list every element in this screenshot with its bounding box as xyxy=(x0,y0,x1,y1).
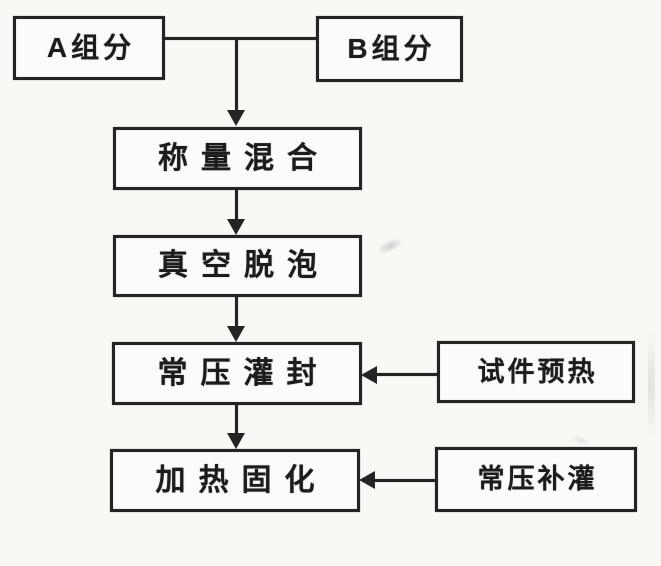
node-weigh-mix-label: 称量混合 xyxy=(158,141,330,175)
node-specimen-preheat: 试件预热 xyxy=(437,341,635,403)
scan-smudge xyxy=(374,234,406,258)
node-component-b: B组分 xyxy=(316,16,463,82)
edge-vacuum-to-pot-line xyxy=(235,297,238,328)
node-heat-cure: 加热固化 xyxy=(110,449,360,512)
arrow-down-icon xyxy=(227,219,245,235)
node-heat-cure-label: 加热固化 xyxy=(155,463,328,497)
arrow-down-icon xyxy=(227,433,245,449)
arrow-down-icon xyxy=(227,326,245,342)
node-component-a: A组分 xyxy=(13,16,165,80)
edge-preheat-to-pot-line xyxy=(376,373,437,376)
edge-merge-to-weigh-line xyxy=(235,37,238,112)
arrow-left-icon xyxy=(359,471,375,489)
node-ambient-refill-label: 常压补灌 xyxy=(477,464,598,494)
arrow-left-icon xyxy=(361,366,377,384)
node-component-b-label: B组分 xyxy=(347,33,436,64)
scan-smudge xyxy=(569,432,593,449)
edge-pot-to-cure-line xyxy=(235,405,238,435)
node-ambient-potting: 常压灌封 xyxy=(112,342,362,405)
node-weigh-mix: 称量混合 xyxy=(113,127,362,190)
edge-a-b-merge-line xyxy=(164,37,317,40)
scan-smudge xyxy=(648,330,655,440)
node-specimen-preheat-label: 试件预热 xyxy=(477,356,598,387)
edge-refill-to-cure-line xyxy=(375,479,435,482)
node-ambient-potting-label: 常压灌封 xyxy=(157,356,330,390)
node-component-a-label: A组分 xyxy=(46,32,136,63)
arrow-down-icon xyxy=(227,110,245,126)
node-vacuum-degas: 真空脱泡 xyxy=(113,235,362,297)
node-ambient-refill: 常压补灌 xyxy=(435,447,637,512)
edge-weigh-to-vacuum-line xyxy=(235,190,238,222)
node-vacuum-degas-label: 真空脱泡 xyxy=(158,249,330,282)
